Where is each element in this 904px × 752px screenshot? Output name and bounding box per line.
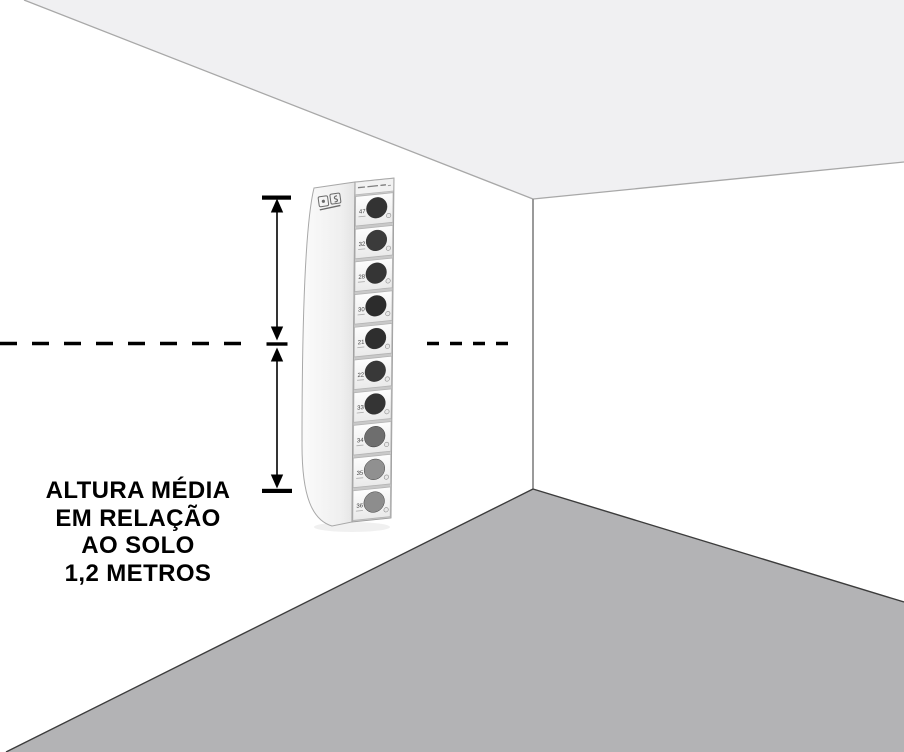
- locker-door-latch: [385, 311, 391, 317]
- locker-door: 36: [352, 486, 391, 521]
- locker-door: 22: [353, 355, 393, 391]
- locker-door: 35: [352, 453, 392, 489]
- annotation-line-4: 1,2 METROS: [64, 559, 212, 587]
- locker-door-number: 28: [358, 274, 365, 281]
- floor-edge-right: [532, 488, 904, 603]
- ceiling-surface: [24, 0, 904, 199]
- locker-door-hole: [363, 491, 385, 513]
- locker-door-sublabel: [357, 281, 365, 283]
- upper-dimension-arrow: [270, 198, 284, 341]
- locker-door-hole: [364, 426, 386, 448]
- annotation-line-1: ALTURA MÉDIA: [45, 477, 231, 504]
- locker-door-sublabel: [357, 346, 365, 349]
- locker-door-hole: [363, 458, 385, 480]
- locker-door: 30: [354, 290, 393, 325]
- locker-door-number: 34: [357, 438, 364, 445]
- locker-door-latch: [383, 507, 389, 513]
- annotation-line-2: EM RELAÇÃO: [55, 504, 221, 532]
- dimension-top-tick: [262, 195, 291, 200]
- locker-door-number: 32: [359, 242, 366, 249]
- locker-door-hole: [364, 360, 386, 382]
- locker-door-number: 33: [357, 405, 364, 412]
- locker-door-hole: [365, 295, 387, 317]
- locker-door-latch: [384, 441, 390, 447]
- locker-door-latch: [385, 278, 391, 284]
- locker-door-sublabel: [357, 313, 365, 316]
- locker-door-hole: [365, 229, 387, 251]
- locker-door: 32: [354, 224, 394, 260]
- lower-dimension-arrow: [270, 347, 284, 489]
- locker-door-number: 36: [356, 503, 363, 510]
- locker-door-sublabel: [355, 509, 363, 512]
- height-annotation: ALTURA MÉDIA EM RELAÇÃO AO SOLO 1,2 METR…: [30, 477, 246, 587]
- locker-door: 47: [355, 192, 394, 227]
- locker-door: 21: [353, 323, 393, 358]
- locker-door-hole: [365, 327, 387, 350]
- locker-door-latch: [384, 376, 390, 382]
- locker-door-number: 35: [357, 470, 364, 477]
- locker-door-sublabel: [356, 444, 364, 447]
- locker-door: 33: [353, 388, 392, 423]
- cabinet-top-label: [354, 178, 394, 196]
- locker-door-sublabel: [358, 248, 366, 251]
- locker-door-hole: [364, 393, 386, 415]
- locker-door-number: 30: [358, 307, 365, 314]
- locker-door-latch: [385, 343, 391, 349]
- locker-door-number: 21: [358, 340, 365, 347]
- floor-surface: [6, 489, 904, 752]
- locker-door-latch: [385, 245, 391, 251]
- dimension-line: [262, 195, 292, 493]
- brand-sticker-icon: [317, 192, 342, 211]
- floor-edge-left: [5, 488, 534, 752]
- ceiling-edge-right: [532, 161, 904, 200]
- locker-door-latch: [384, 409, 390, 415]
- locker-door-sublabel: [358, 215, 366, 218]
- dimension-bottom-tick: [262, 488, 292, 493]
- locker-door-number: 22: [357, 372, 364, 379]
- cabinet-side-panel: [301, 181, 356, 527]
- locker-door-hole: [365, 262, 387, 284]
- ceiling-edge-left: [23, 0, 534, 200]
- locker-door-sublabel: [357, 379, 365, 381]
- cabinet-front-face: 47 32 28 30 21 22 33 34 35 36: [351, 177, 395, 523]
- annotation-line-3: AO SOLO: [81, 532, 195, 559]
- locker-door-number: 47: [359, 209, 366, 216]
- locker-door: 34: [352, 421, 392, 456]
- locker-cabinet: 47 32 28 30 21 22 33 34 35 36: [301, 177, 395, 532]
- locker-door-hole: [366, 197, 388, 219]
- locker-door-latch: [386, 212, 392, 219]
- locker-door-sublabel: [356, 477, 364, 479]
- locker-door-sublabel: [356, 411, 364, 414]
- locker-door-latch: [383, 474, 389, 480]
- dimension-middle-tick: [266, 342, 288, 346]
- locker-doors: 47 32 28 30 21 22 33 34 35 36: [352, 192, 394, 521]
- locker-door: 28: [354, 257, 393, 292]
